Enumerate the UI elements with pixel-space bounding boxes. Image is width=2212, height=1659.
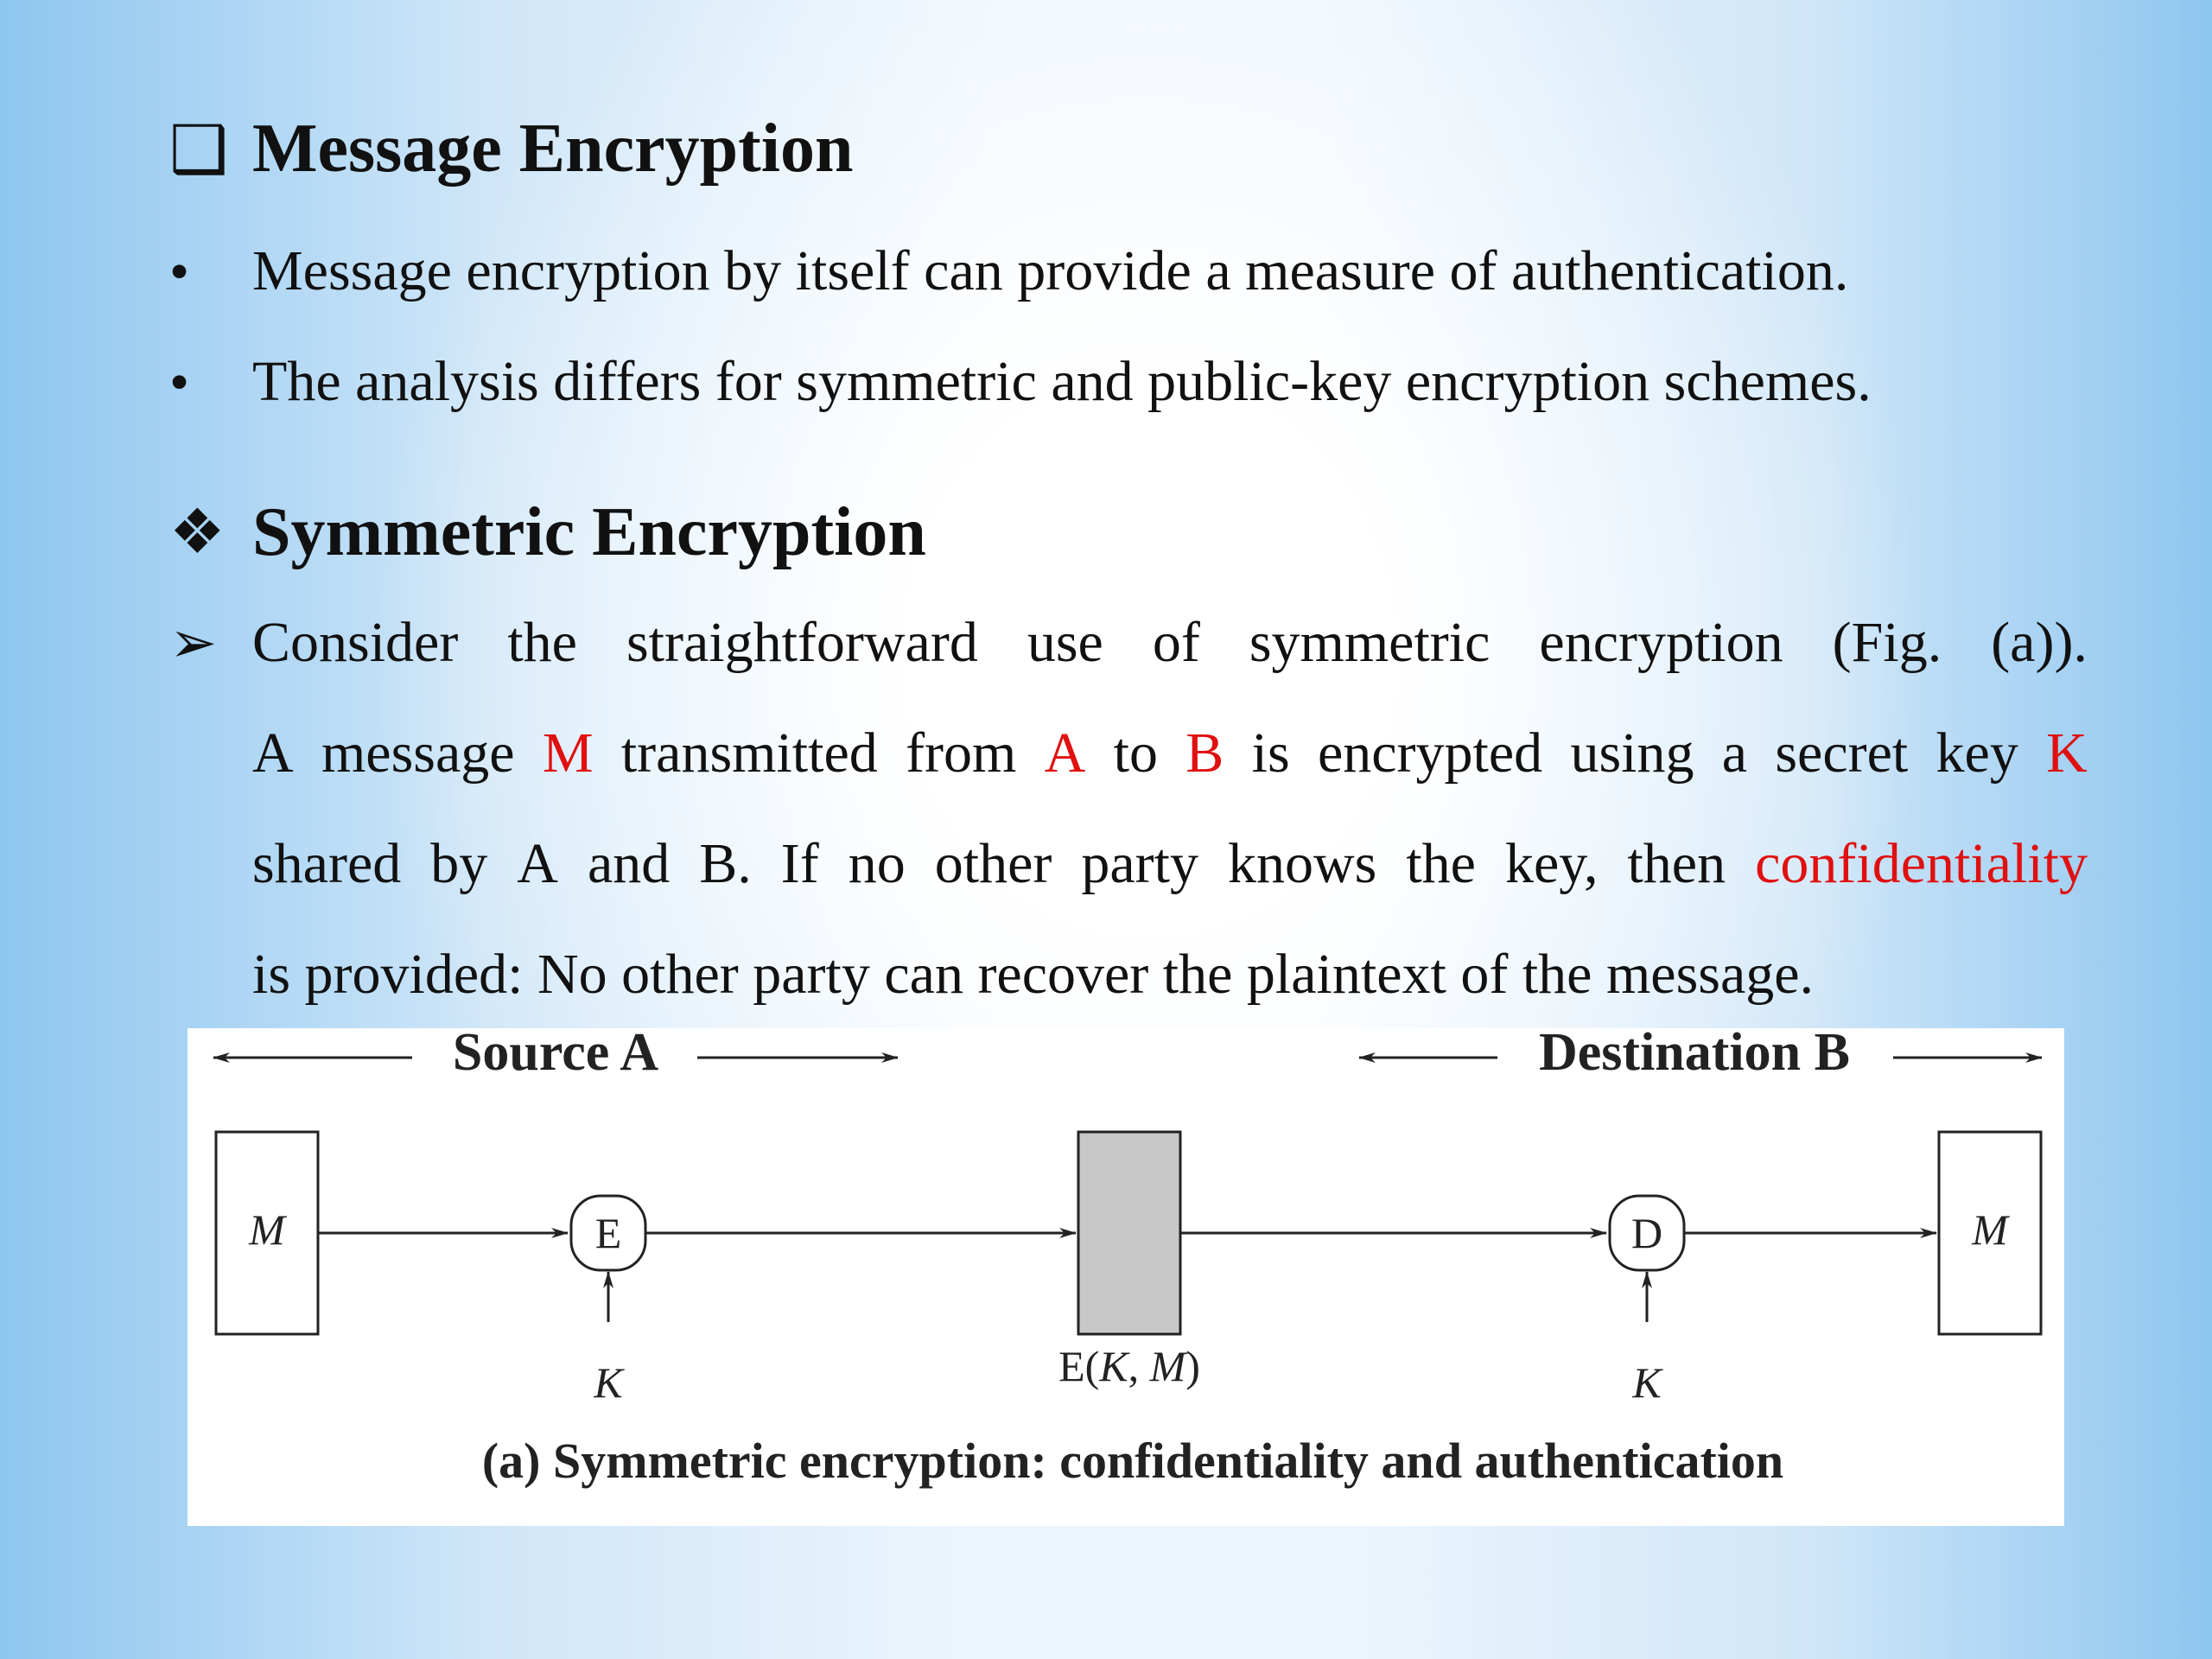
highlight-key-k: K — [2046, 721, 2088, 785]
word: by — [430, 832, 488, 895]
word: transmitted — [620, 721, 878, 785]
bullet-icon: • — [169, 351, 190, 414]
word: encrypted — [1317, 721, 1543, 785]
key-k-source: K — [593, 1358, 625, 1407]
section-title-message-encryption: Message Encryption — [252, 111, 854, 187]
highlight-source-a: A — [1044, 721, 1086, 785]
figure-caption: (a) Symmetric encryption: confidentialit… — [482, 1433, 1783, 1489]
plaintext-box-destination — [1937, 1130, 2043, 1336]
word: secret — [1775, 721, 1909, 785]
destination-b-label: Destination B — [1539, 1028, 1850, 1082]
section-title-symmetric-encryption: Symmetric Encryption — [252, 494, 926, 570]
word: If — [780, 832, 819, 895]
checkbox-square-icon: ❑ — [169, 114, 229, 187]
word: (Fig. — [1832, 611, 1942, 674]
word: use — [1027, 611, 1103, 674]
highlight-destination-b: B — [1185, 721, 1224, 785]
word: the — [1406, 832, 1476, 895]
word: knows — [1227, 832, 1377, 895]
source-a-label: Source A — [453, 1028, 658, 1082]
diamond-star-icon: ❖ — [169, 498, 226, 567]
arrowhead-bullet-icon: ➢ — [169, 612, 218, 675]
word: a — [1721, 721, 1748, 785]
word: and — [587, 832, 671, 895]
paragraph-line-4: is provided: No other party can recover … — [252, 943, 1815, 1006]
word: message — [321, 721, 515, 785]
word: no — [848, 832, 906, 895]
plaintext-m-source: M — [248, 1205, 287, 1254]
ciphertext-box — [1077, 1130, 1182, 1336]
diagram-canvas: Source A Destination B M E K E(K, M) D K — [213, 1028, 2043, 1489]
decrypt-node-label: D — [1631, 1209, 1662, 1257]
word: Consider — [252, 611, 459, 674]
ciphertext-label: E(K, M) — [1058, 1342, 1200, 1390]
word: key — [1936, 721, 2018, 785]
word: then — [1627, 832, 1726, 895]
bullet-text: Message encryption by itself can provide… — [252, 239, 1849, 302]
key-k-destination: K — [1631, 1358, 1663, 1407]
bullet-text: The analysis differs for symmetric and p… — [252, 350, 1872, 413]
word: is — [1251, 721, 1290, 785]
word: party — [1081, 832, 1198, 895]
encrypt-node-label: E — [595, 1209, 622, 1257]
word: A — [252, 721, 294, 785]
word: shared — [252, 832, 402, 895]
symmetric-encryption-diagram: Source A Destination B M E K E(K, M) D K — [188, 1028, 2064, 1526]
bullet-icon: • — [169, 240, 190, 303]
word: encryption — [1539, 611, 1783, 674]
word: symmetric — [1249, 611, 1491, 674]
word: A — [517, 832, 558, 895]
paragraph-line-3: shared by A and B. If no other party kno… — [252, 836, 2088, 893]
word: of — [1152, 611, 1200, 674]
word: from — [906, 721, 1017, 785]
word: straightforward — [626, 611, 978, 674]
plaintext-box-source — [214, 1130, 320, 1336]
word: to — [1113, 721, 1158, 785]
plaintext-m-destination: M — [1971, 1205, 2010, 1254]
word: (a)). — [1991, 611, 2088, 674]
word: key, — [1504, 832, 1599, 895]
paragraph-line-1: Consider the straightforward use of symm… — [252, 614, 2088, 671]
highlight-message-m: M — [542, 721, 594, 785]
word: using — [1570, 721, 1694, 785]
word: B. — [699, 832, 752, 895]
highlight-confidentiality: confidentiality — [1755, 832, 2088, 895]
word: other — [934, 832, 1052, 895]
word: the — [507, 611, 577, 674]
paragraph-line-2: A message M transmitted from A to B is e… — [252, 725, 2088, 782]
